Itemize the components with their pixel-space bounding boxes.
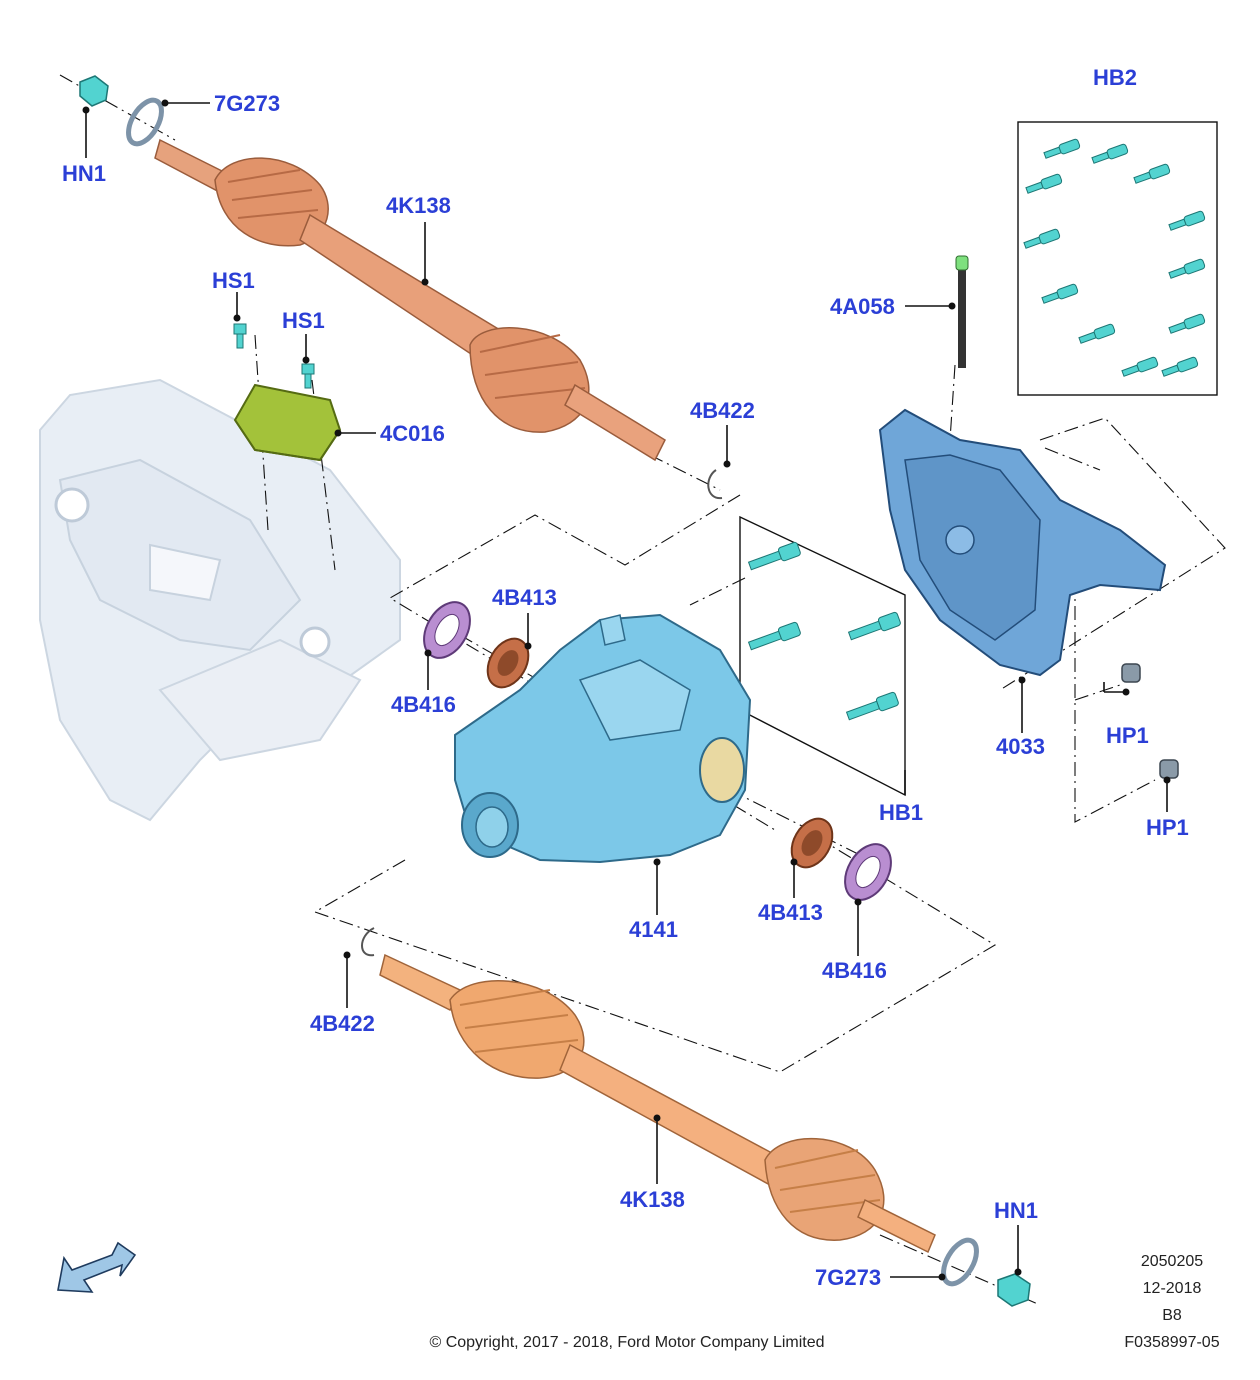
rear-cover xyxy=(878,408,1167,677)
label-4b413-bottom: 4B413 xyxy=(758,900,823,925)
label-4b416-bottom: 4B416 xyxy=(822,958,887,983)
hb2-bolts xyxy=(1023,138,1206,377)
figure-id: F0358997-05 xyxy=(1124,1334,1219,1351)
label-hs1-right: HS1 xyxy=(282,308,325,333)
label-7g273-top: 7G273 xyxy=(214,91,280,116)
4b422-clips xyxy=(361,469,723,957)
vent-rod xyxy=(955,255,969,368)
subframe-background xyxy=(39,378,401,822)
ref-number: 2050205 xyxy=(1141,1253,1203,1270)
seals-4b413 xyxy=(486,637,834,869)
label-4141: 4141 xyxy=(629,917,678,942)
label-4b413-top: 4B413 xyxy=(492,585,557,610)
hp1-plugs xyxy=(1121,663,1179,779)
revision-date: 12-2018 xyxy=(1143,1280,1202,1297)
differential-housing xyxy=(454,613,752,864)
7g273-rings xyxy=(126,97,979,1287)
direction-arrow-icon xyxy=(57,1241,137,1293)
label-4b422-top: 4B422 xyxy=(690,398,755,423)
leader-dots xyxy=(82,99,1171,1281)
control-module xyxy=(233,383,342,462)
label-4c016: 4C016 xyxy=(380,421,445,446)
lower-axle-shaft xyxy=(379,953,936,1254)
label-hs1-left: HS1 xyxy=(212,268,255,293)
upper-axle-shaft xyxy=(154,138,666,462)
label-hb2: HB2 xyxy=(1093,65,1137,90)
hb1-bolts xyxy=(747,541,901,721)
label-4b422-bottom: 4B422 xyxy=(310,1011,375,1036)
callout-labels: HN1 7G273 4K138 HS1 HS1 4C016 4B422 4A05… xyxy=(62,65,1189,1290)
label-hp1-top: HP1 xyxy=(1106,723,1149,748)
label-4a058: 4A058 xyxy=(830,294,895,319)
label-hb1: HB1 xyxy=(879,800,923,825)
hn1-nuts xyxy=(79,75,1031,1307)
label-4b416-top: 4B416 xyxy=(391,692,456,717)
copyright-notice: © Copyright, 2017 - 2018, Ford Motor Com… xyxy=(429,1334,824,1351)
hb2-bolt-group-box xyxy=(1017,121,1218,396)
label-7g273-bottom: 7G273 xyxy=(815,1265,881,1290)
label-hp1-bottom: HP1 xyxy=(1146,815,1189,840)
label-4033: 4033 xyxy=(996,734,1045,759)
seals-4b416 xyxy=(423,601,892,901)
label-hn1-top: HN1 xyxy=(62,161,106,186)
footer-metadata: 2050205 12-2018 B8 F0358997-05 © Copyrig… xyxy=(429,1253,1219,1351)
label-4k138-top: 4K138 xyxy=(386,193,451,218)
hs1-screws xyxy=(233,323,315,389)
section-code: B8 xyxy=(1162,1307,1182,1324)
label-4k138-bottom: 4K138 xyxy=(620,1187,685,1212)
leader-lines xyxy=(85,102,1168,1278)
label-hn1-bottom: HN1 xyxy=(994,1198,1038,1223)
